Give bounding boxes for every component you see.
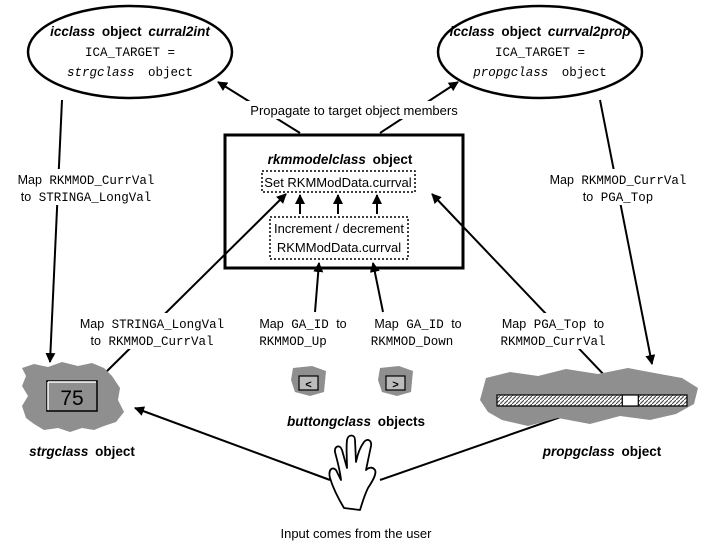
arrow-string-to-box: [99, 193, 287, 379]
svg-text:to STRINGA_LongVal: to STRINGA_LongVal: [21, 190, 151, 205]
map-left-bottom-code1: STRINGA_LongVal: [112, 318, 225, 332]
left-ellipse-line3-rest: object: [148, 66, 193, 80]
map-up-code2: RKMMOD_Up: [259, 335, 327, 349]
map-down-end1: to: [451, 317, 461, 331]
map-right-top-code2: PGA_Top: [601, 191, 654, 205]
svg-text:icclass object currval: icclass object currval2prop: [450, 24, 631, 39]
left-ellipse-line2: ICA_TARGET =: [85, 46, 175, 60]
svg-text:Map PGA_Top to: Map PGA_Top to: [502, 317, 604, 332]
svg-text:rkmmodelclass object: rkmmodelclass object: [268, 152, 413, 167]
map-right-bottom-code2: RKMMOD_CurrVal: [500, 335, 605, 349]
buttons-label-rest: objects: [378, 414, 425, 429]
string-field-inner: [51, 384, 93, 408]
right-ellipse-line3-rest: object: [562, 66, 607, 80]
prop-gadget-track[interactable]: [496, 394, 688, 407]
left-ellipse-line3-class: strgclass: [67, 66, 135, 80]
map-right-bottom-word1: Map: [502, 317, 526, 331]
svg-text:buttongclass objects: buttongclass objects: [287, 414, 425, 429]
map-left-top-word2: to: [21, 190, 31, 204]
map-left-top-code1: RKMMOD_CurrVal: [49, 174, 154, 188]
map-down-code2: RKMMOD_Down: [371, 335, 454, 349]
svg-text:strgclass object: strgclass object: [29, 444, 135, 459]
input-label: Input comes from the user: [280, 526, 432, 541]
svg-text:propgclass object: propgclass object: [542, 444, 662, 459]
arrow-down-button-to-box: [369, 262, 384, 313]
map-left-top-code2: STRINGA_LongVal: [39, 191, 152, 205]
svg-text:propgclass object: propgclass object: [472, 66, 607, 80]
map-down-word1: Map: [374, 317, 398, 331]
svg-text:Map GA_ID to: Map GA_ID to: [259, 317, 346, 332]
map-up-word1: Map: [259, 317, 283, 331]
string-gadget-value: 75: [60, 387, 83, 410]
svg-text:to PGA_Top: to PGA_Top: [583, 190, 653, 205]
propagate-label: Propagate to target object members: [250, 103, 458, 118]
arrow-hand-to-prop: [379, 410, 576, 481]
left-ellipse: [26, 4, 234, 100]
map-up-code1: GA_ID: [291, 318, 329, 332]
arrow-up-button-to-box: [313, 262, 324, 313]
svg-text:Map GA_ID to: Map GA_ID to: [374, 317, 461, 332]
propg-label-rest: object: [622, 444, 662, 459]
arrow-hand-to-string: [134, 406, 331, 481]
map-left-bottom-word2: to: [91, 334, 101, 348]
prop-gadget-knob[interactable]: [621, 394, 639, 407]
center-box: [223, 133, 465, 270]
strg-label-class: strgclass: [29, 444, 89, 459]
button-down[interactable]: [385, 375, 406, 391]
arrow-prop-to-box: [431, 193, 627, 399]
svg-text:to RKMMOD_CurrVal: to RKMMOD_CurrVal: [91, 334, 214, 349]
hand-icon: [328, 434, 377, 511]
map-right-bottom-code1: PGA_Top: [534, 318, 587, 332]
right-ellipse-class: icclass: [450, 24, 496, 39]
left-ellipse-mid: object: [102, 24, 142, 39]
center-box-rest: object: [373, 152, 413, 167]
buttons-label-class: buttongclass: [287, 414, 371, 429]
map-right-bottom-end1: to: [594, 317, 604, 331]
svg-text:Map RKMMOD_CurrVal: Map RKMMOD_CurrVal: [550, 173, 687, 188]
increment-box: [269, 216, 409, 260]
increment-label-1: Increment / decrement: [274, 221, 404, 236]
arrow-right-ellipse-to-prop: [599, 99, 656, 365]
svg-text:Map RKMMOD_CurrVal: Map RKMMOD_CurrVal: [18, 173, 155, 188]
set-currval-label: Set RKMModData.currval: [264, 175, 411, 190]
button-up-glyph: <: [305, 380, 312, 392]
left-ellipse-class: icclass: [50, 24, 96, 39]
right-ellipse-name: currval2prop: [548, 24, 631, 39]
map-right-top-code1: RKMMOD_CurrVal: [581, 174, 686, 188]
button-up[interactable]: [298, 375, 319, 391]
strg-label-rest: object: [95, 444, 135, 459]
map-right-top-word2: to: [583, 190, 593, 204]
right-ellipse-mid: object: [501, 24, 541, 39]
increment-label-2: RKMModData.currval: [277, 240, 401, 255]
right-ellipse-line2: ICA_TARGET =: [495, 46, 585, 60]
map-left-bottom-word1: Map: [80, 317, 104, 331]
svg-text:Map STRINGA_LongVal: Map STRINGA_LongVal: [80, 317, 224, 332]
right-ellipse-line3-class: propgclass: [472, 66, 548, 80]
svg-text:icclass object curral2: icclass object curral2int: [50, 24, 210, 39]
set-currval-box: [261, 170, 416, 193]
map-right-top-word1: Map: [550, 173, 574, 187]
propg-label-class: propgclass: [542, 444, 616, 459]
map-up-end1: to: [336, 317, 346, 331]
left-ellipse-name: curral2int: [148, 24, 210, 39]
map-left-bottom-code2: RKMMOD_CurrVal: [108, 335, 213, 349]
map-left-top-word1: Map: [18, 173, 42, 187]
map-down-code1: GA_ID: [406, 318, 444, 332]
right-ellipse: [436, 4, 644, 100]
arrow-left-ellipse-to-string: [45, 99, 63, 363]
center-box-class: rkmmodelclass: [268, 152, 367, 167]
svg-text:strgclass object: strgclass object: [67, 66, 193, 80]
button-down-glyph: >: [392, 380, 399, 392]
